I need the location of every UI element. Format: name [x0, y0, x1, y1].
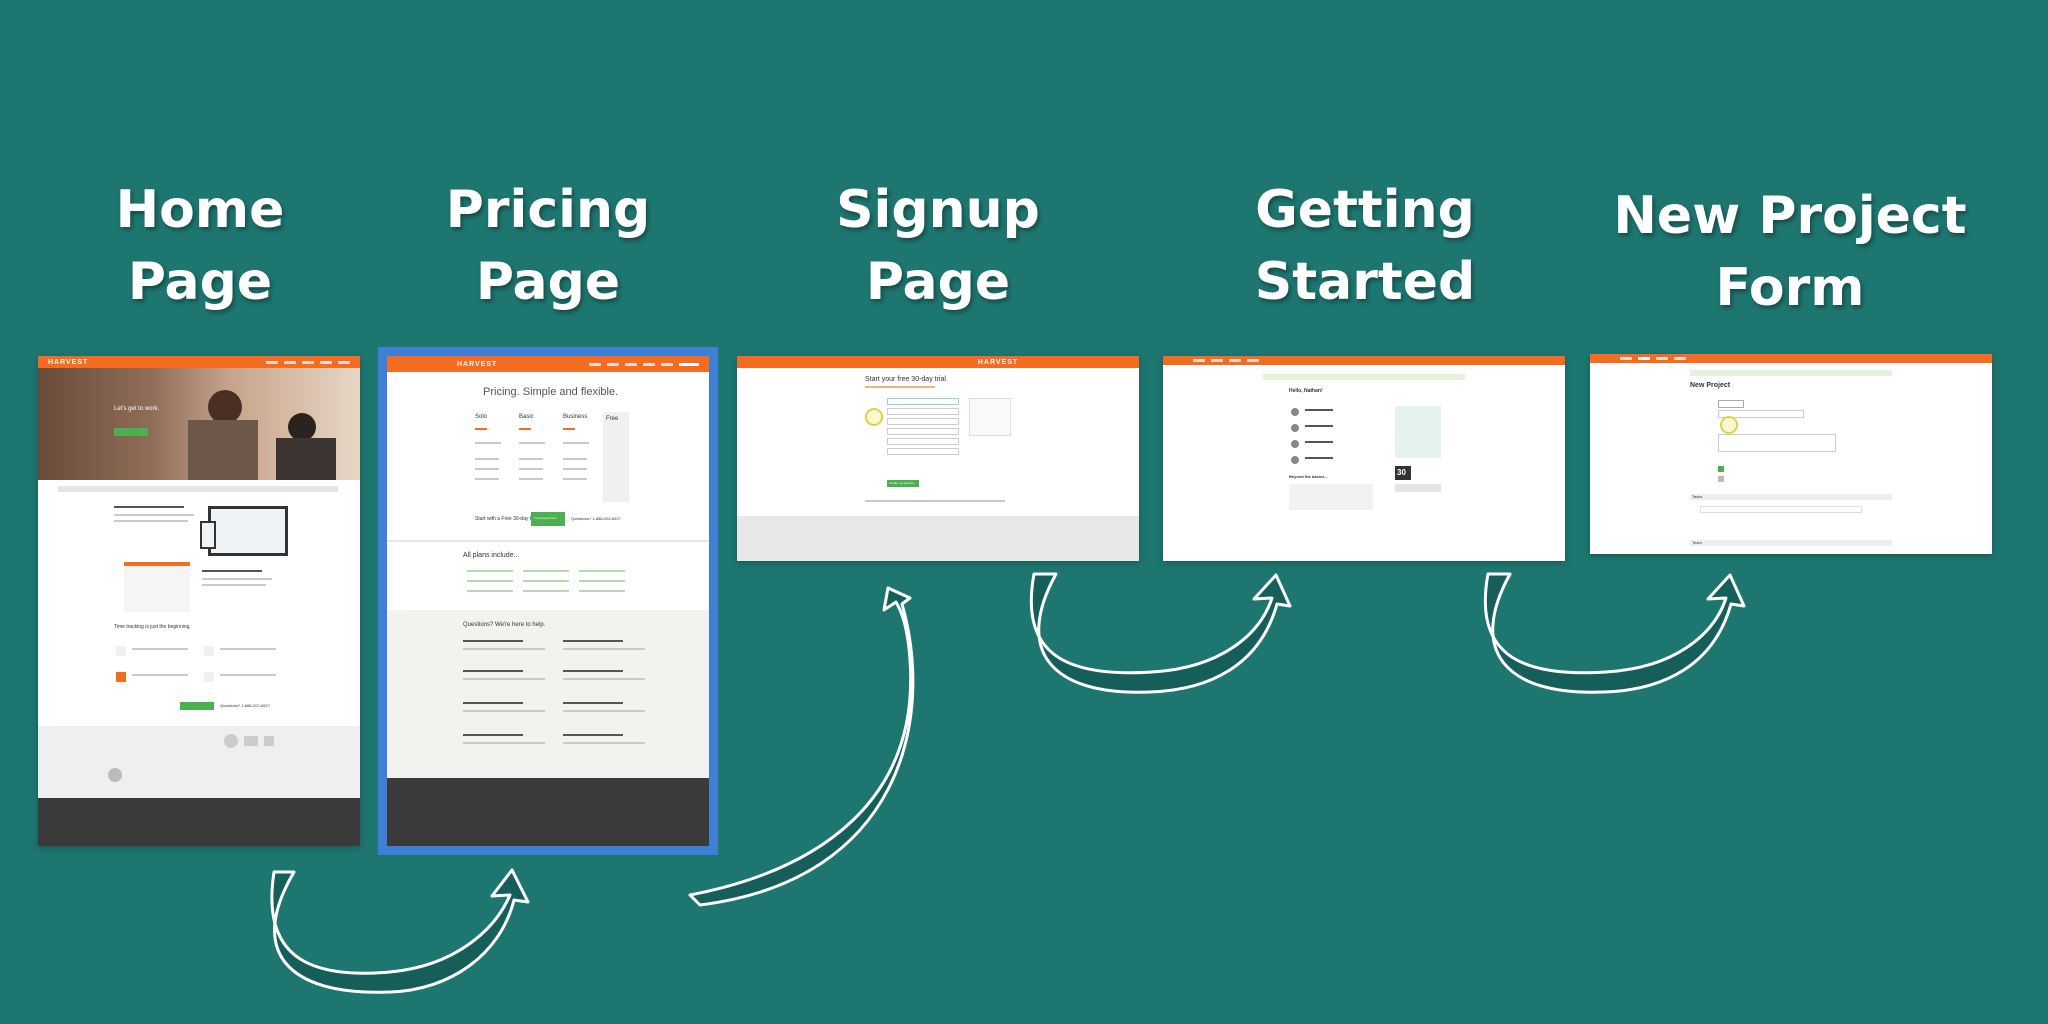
pricing-page-thumbnail[interactable]: HARVEST Pricing. Simple and flexible. So…	[378, 347, 718, 855]
cta-phone: Questions? 1-888-202-6927	[220, 703, 270, 708]
stage-title-getting-started: Getting Started	[1195, 174, 1535, 318]
app-header	[1590, 354, 1992, 363]
create-account-button[interactable]: Create my account	[887, 480, 919, 487]
signup-page-thumbnail[interactable]: HARVEST Start your free 30-day trial Cre…	[737, 356, 1139, 561]
plan-business: Business	[563, 414, 588, 420]
title-line: Home	[115, 180, 285, 240]
app-header	[1163, 356, 1565, 365]
trust-section	[38, 726, 360, 798]
stage-title-signup: Signup Page	[768, 174, 1108, 318]
signup-form[interactable]	[887, 398, 959, 458]
harvest-logo: HARVEST	[457, 360, 498, 368]
curved-arrow-icon	[688, 586, 915, 907]
button-label: Try Harvest Free	[534, 516, 557, 520]
stage-title-home: Home Page	[30, 174, 370, 318]
team-section: Team	[1690, 540, 1892, 546]
title-line: Started	[1254, 252, 1476, 312]
new-project-thumbnail[interactable]: New Project Tasks Team	[1590, 354, 1992, 554]
app-nav	[1620, 357, 1686, 360]
plan-free: Free	[606, 416, 619, 422]
plan-basic: Basic	[519, 414, 534, 420]
try-harvest-free-button[interactable]: Try Harvest Free	[531, 512, 565, 526]
nav-menu	[266, 360, 350, 364]
site-header: HARVEST	[737, 356, 1139, 368]
signup-heading: Start your free 30-day trial	[865, 376, 946, 383]
cursor-highlight	[865, 408, 883, 426]
title-line: Pricing	[445, 180, 651, 240]
footer	[387, 778, 709, 846]
laptop-image	[208, 506, 288, 556]
cursor-highlight	[1720, 416, 1738, 434]
harvest-logo: HARVEST	[48, 358, 89, 366]
title-line: Signup	[836, 180, 1040, 240]
notice-banner	[1690, 370, 1892, 376]
title-line: Getting	[1255, 180, 1475, 240]
page-bottom	[737, 516, 1139, 561]
cta-button[interactable]	[180, 702, 214, 710]
questions-phone: Questions? 1-888-202-6927	[571, 516, 621, 521]
app-nav	[1193, 359, 1259, 362]
team-label: Team	[1692, 540, 1702, 545]
plan-solo: Solo	[475, 414, 488, 420]
title-line: Page	[127, 252, 273, 312]
pricing-heading: Pricing. Simple and flexible.	[483, 386, 619, 398]
greeting: Hello, Nathan!	[1289, 388, 1323, 394]
curved-arrow-icon	[1029, 572, 1292, 694]
curved-arrow-icon	[270, 868, 530, 994]
getting-started-thumbnail[interactable]: Hello, Nathan! Beyond the basics... 30	[1163, 356, 1565, 561]
title-line: Page	[475, 252, 621, 312]
calendar-image	[124, 562, 190, 612]
title-line: New Project	[1613, 186, 1967, 246]
tasks-label: Tasks	[1692, 494, 1703, 499]
nav-menu	[589, 362, 699, 366]
days-count: 30	[1397, 468, 1406, 477]
faq-heading: Questions? We're here to help.	[463, 622, 546, 628]
hero-image	[38, 368, 360, 480]
hero-signup-button[interactable]	[114, 428, 148, 436]
stage-title-pricing: Pricing Page	[378, 174, 718, 318]
harvest-logo: HARVEST	[977, 358, 1019, 366]
phone-image	[200, 521, 216, 549]
sidebar-panel	[1395, 406, 1441, 458]
faq-section: Questions? We're here to help.	[387, 610, 709, 778]
new-project-heading: New Project	[1690, 382, 1731, 389]
notice-banner	[1263, 374, 1465, 380]
footer	[38, 798, 360, 846]
title-line: Page	[865, 252, 1011, 312]
title-line: Form	[1715, 258, 1865, 318]
hero-text: Let's get to work.	[114, 406, 160, 412]
stage-title-new-project: New Project Form	[1590, 180, 1990, 324]
site-header: HARVEST	[38, 356, 360, 368]
signup-sidebar	[969, 398, 1011, 436]
site-header: HARVEST	[387, 356, 709, 372]
all-plans-heading: All plans include...	[463, 552, 520, 559]
section-heading: Time tracking is just the beginning.	[114, 624, 191, 630]
beyond-basics-heading: Beyond the basics...	[1289, 474, 1328, 479]
trial-line: Start with a Free 30-day trial	[475, 516, 538, 522]
trial-days-badge: 30	[1395, 466, 1411, 480]
tasks-section: Tasks	[1690, 494, 1892, 500]
button-label: Create my account	[889, 481, 915, 485]
plan-free-card: Free	[603, 412, 629, 502]
curved-arrow-icon	[1483, 572, 1746, 694]
home-page-thumbnail[interactable]: HARVEST Let's get to work. Time tracking…	[38, 356, 360, 846]
